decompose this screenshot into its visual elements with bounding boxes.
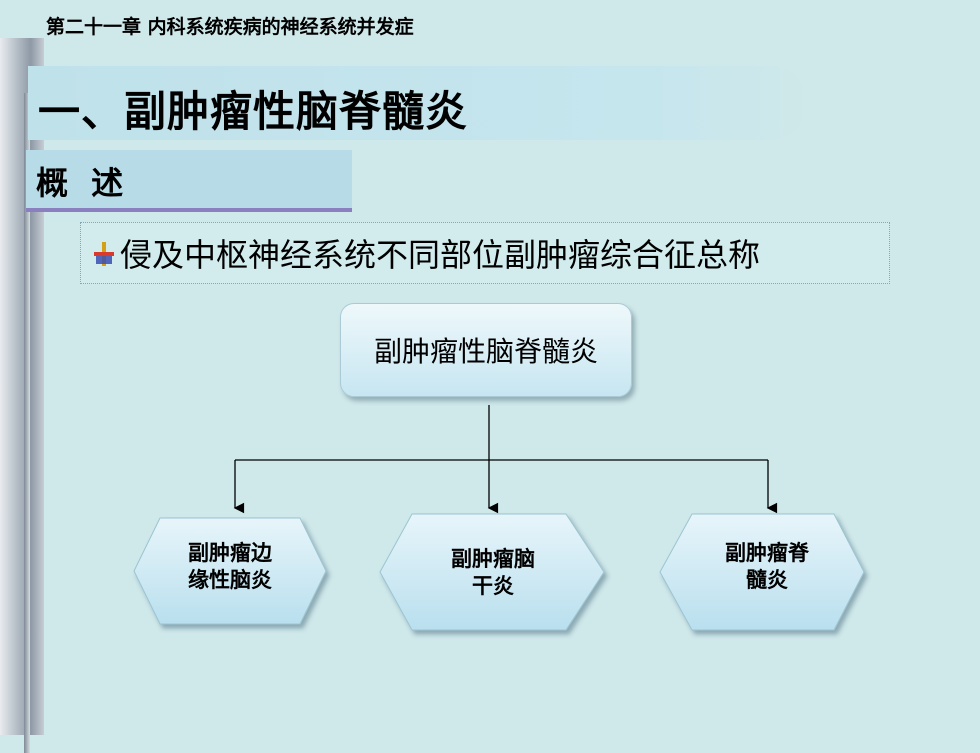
child-node-1-line2: 缘性脑炎 xyxy=(188,568,272,592)
side-decoration-inner xyxy=(24,93,30,753)
root-node: 副肿瘤性脑脊髓炎 xyxy=(340,303,632,397)
overview-heading: 概 述 xyxy=(36,164,130,202)
bullet-text: 侵及中枢神经系统不同部位副肿瘤综合征总称 xyxy=(120,236,761,274)
hexagon-node-2 xyxy=(379,513,605,631)
child-node-3-line2: 髓炎 xyxy=(746,568,788,592)
hexagon-node-3 xyxy=(659,513,865,631)
child-node-2-line2: 干炎 xyxy=(472,574,514,598)
hexagon-node-1 xyxy=(133,517,327,625)
bullet-box xyxy=(80,222,890,284)
slide-title: 一、副肿瘤性脑脊髓炎 xyxy=(38,87,469,136)
child-node-1-label: 副肿瘤边 缘性脑炎 xyxy=(145,540,315,594)
child-node-3-line1: 副肿瘤脊 xyxy=(725,541,809,565)
bullet-plus-icon xyxy=(94,242,114,266)
child-node-2-line1: 副肿瘤脑 xyxy=(451,547,535,571)
child-node-3-label: 副肿瘤脊 髓炎 xyxy=(682,540,852,594)
child-node-2-label: 副肿瘤脑 干炎 xyxy=(408,546,578,600)
diagram-canvas xyxy=(133,405,865,631)
overview-box xyxy=(26,150,352,212)
title-band xyxy=(28,66,808,140)
chapter-heading: 第二十一章 内科系统疾病的神经系统并发症 xyxy=(46,16,414,38)
child-node-1-line1: 副肿瘤边 xyxy=(188,541,272,565)
